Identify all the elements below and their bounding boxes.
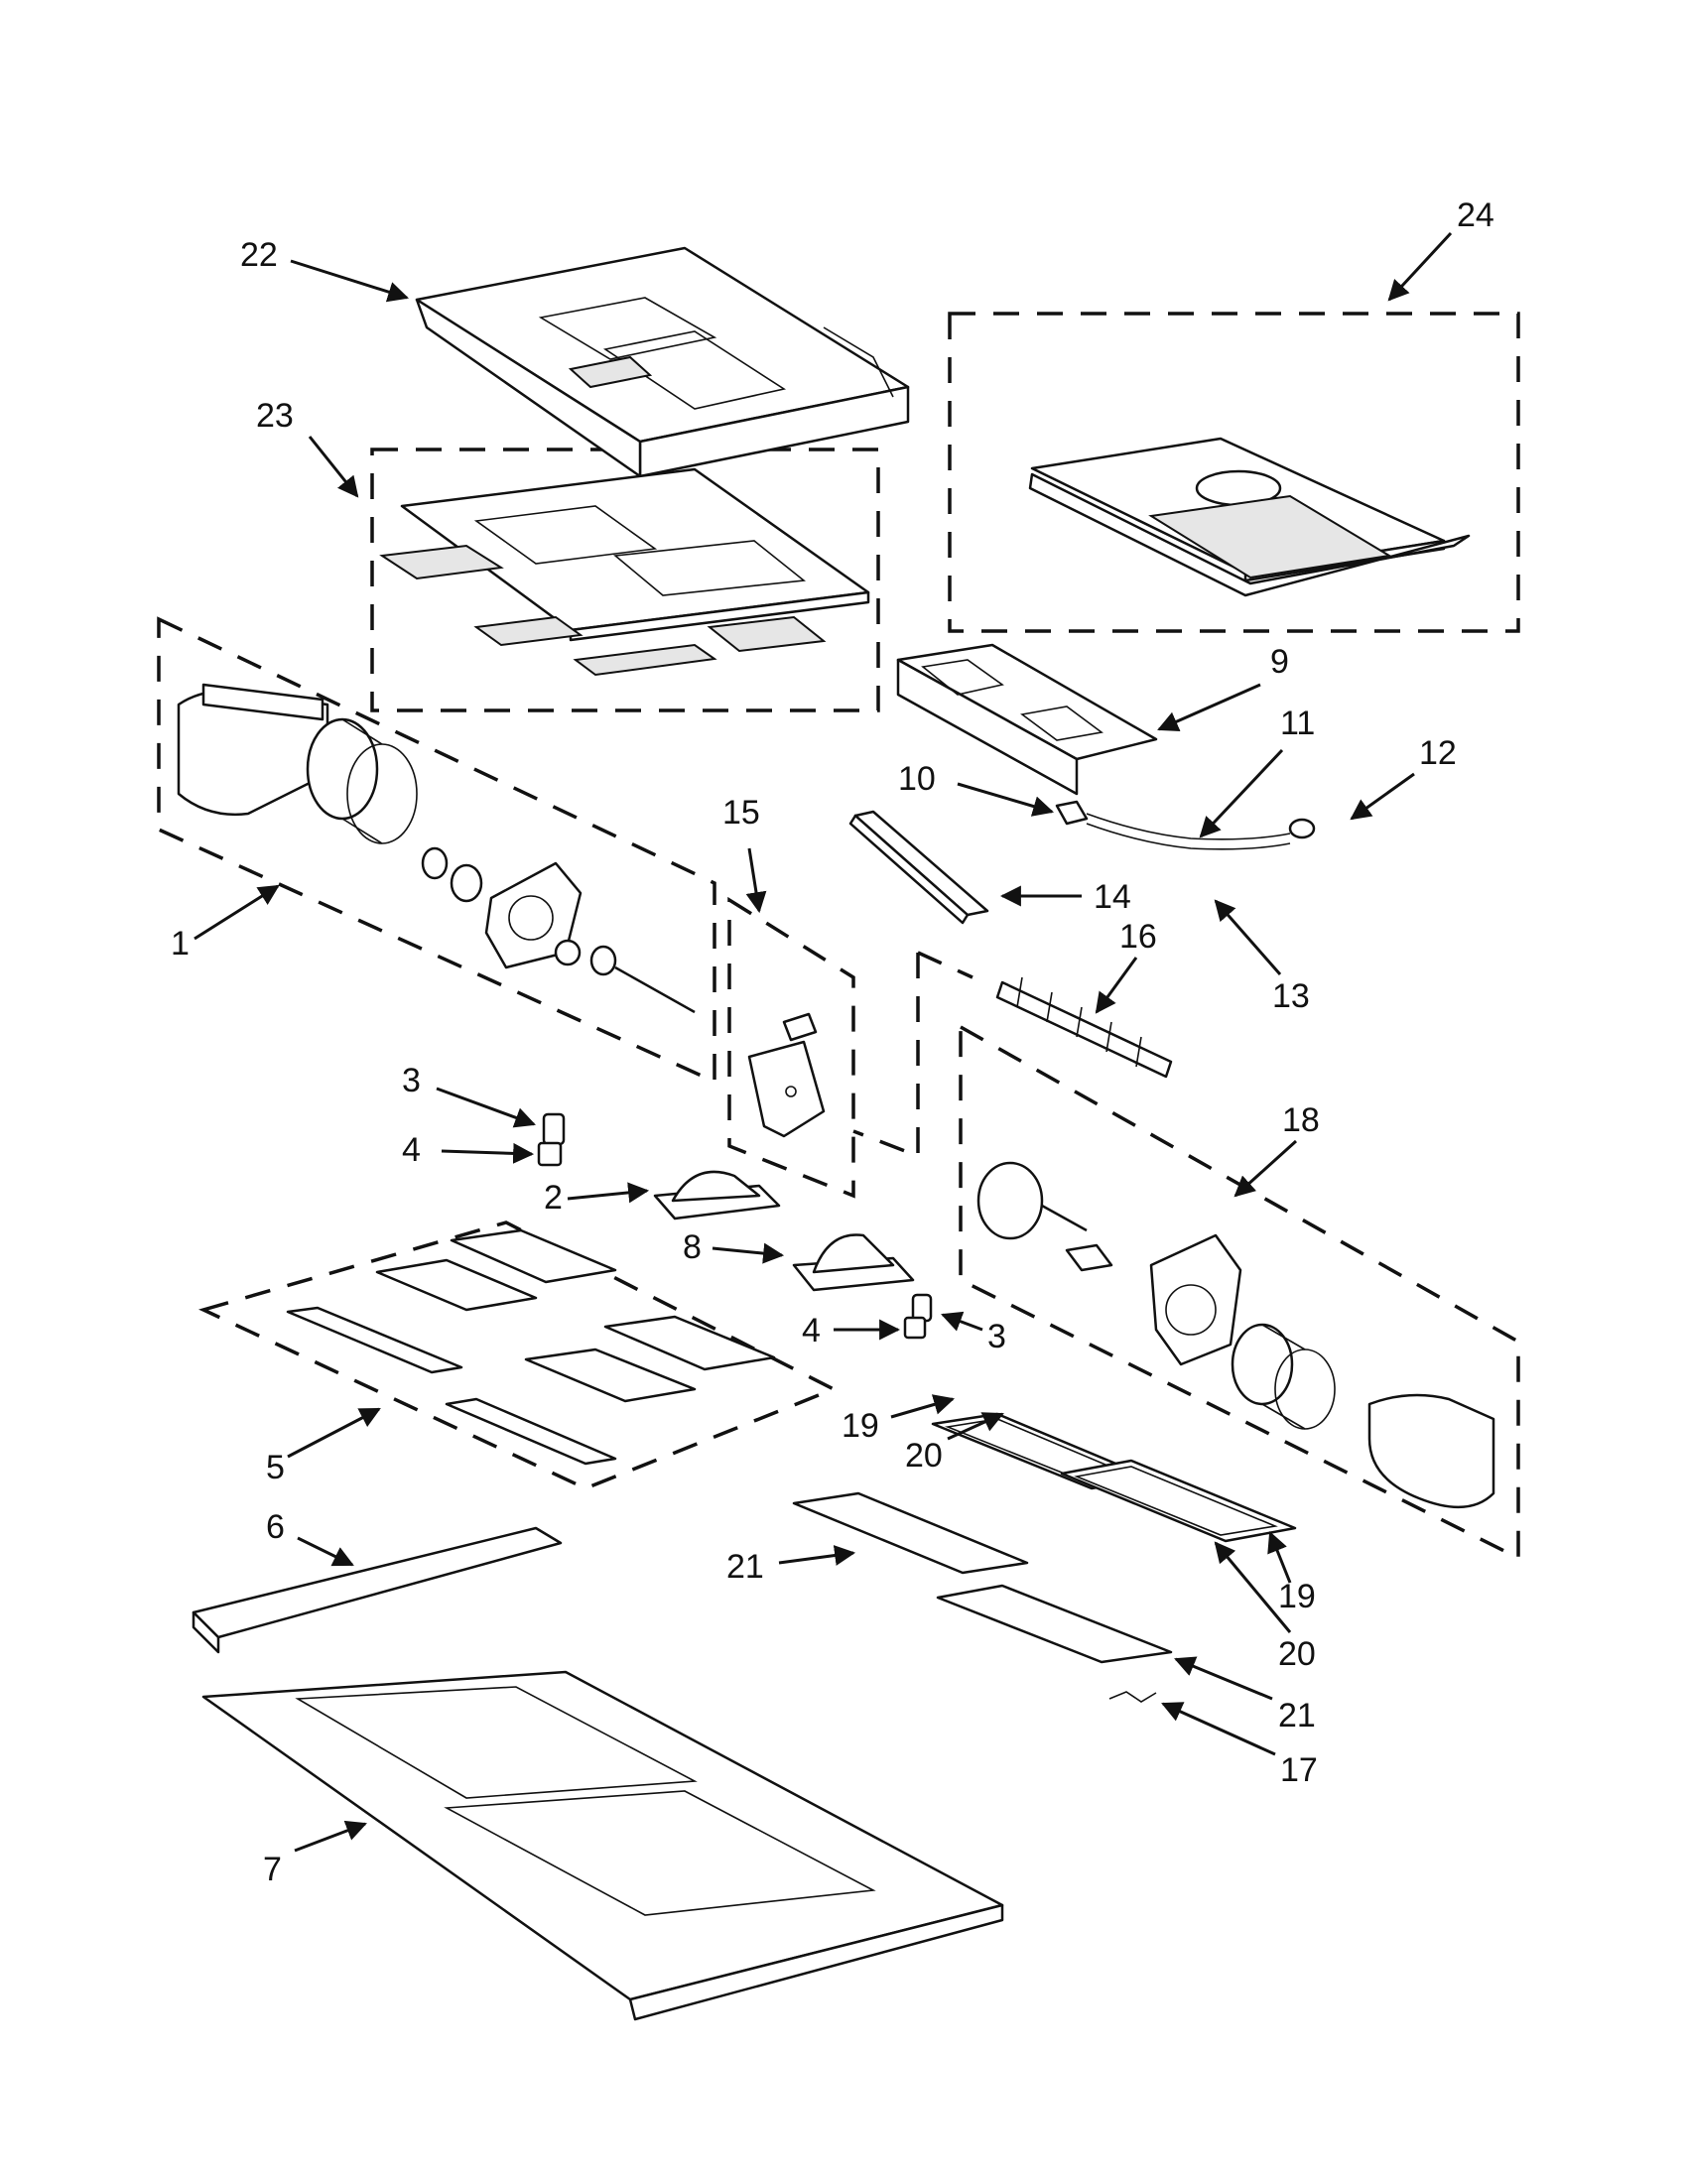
group-box-15 [727,896,855,1199]
callout-8: 8 [683,1228,702,1266]
part-9-control-bracket [896,643,1158,796]
part-23-insulation-plates [379,467,870,677]
part-5-filter-frames [286,1228,776,1466]
callout-23: 23 [256,397,294,435]
callout-19-left: 19 [842,1407,879,1445]
callout-3-upper: 3 [402,1062,421,1099]
callout-labels: 22 23 24 1 15 9 11 10 12 14 16 13 3 4 2 … [171,196,1494,1888]
part-22-top-panel [415,246,910,478]
part-8-light-housing [792,1233,915,1292]
group-box-16 [852,951,973,1159]
callout-12: 12 [1419,734,1457,772]
part-18-blower-motor [976,1161,1495,1509]
part-21-filter-frame-lower [936,1584,1173,1664]
part-3-4-socket-left [537,1112,566,1167]
callout-4-lower: 4 [802,1312,821,1349]
callout-21-left: 21 [726,1548,764,1586]
callout-11: 11 [1280,705,1315,742]
callout-24: 24 [1457,196,1494,234]
callout-18: 18 [1282,1101,1320,1139]
part-2-light-housing [653,1170,781,1220]
part-21-filter-frame-upper [792,1491,1029,1575]
callout-20-left: 20 [905,1437,943,1475]
part-14-touch-panel [848,810,989,925]
callout-19-right: 19 [1278,1578,1316,1615]
callout-22: 22 [240,236,278,274]
group-box-24 [948,312,1520,633]
part-16-coil [995,976,1173,1079]
callout-14: 14 [1094,878,1131,916]
callout-10: 10 [898,760,936,798]
group-box-23 [370,448,880,712]
callout-2: 2 [544,1179,563,1217]
callout-9: 9 [1270,643,1289,681]
callout-5: 5 [266,1449,285,1486]
callout-3-lower: 3 [987,1318,1006,1355]
part-24-cover-assembly [1028,437,1471,597]
part-3-4-socket-right [903,1293,933,1340]
part-10-13-wire-harness [1055,800,1316,850]
part-17-clip [1108,1691,1157,1703]
part-19-20-filter-right [1060,1459,1297,1543]
part-15-bracket [747,1012,826,1138]
callout-7: 7 [263,1851,282,1888]
callout-13: 13 [1272,977,1310,1015]
part-7-bottom-tray [201,1670,1004,2021]
callout-21-right: 21 [1278,1697,1316,1734]
callout-15: 15 [722,794,760,832]
callout-20-right: 20 [1278,1635,1316,1673]
callout-6: 6 [266,1508,285,1546]
part-6-rail [192,1526,563,1654]
leader-lines [194,231,1453,1853]
callout-4-upper: 4 [402,1131,421,1169]
group-box-1 [157,616,716,1085]
part-1-blower-assembly [177,683,696,1014]
callout-16: 16 [1119,918,1157,956]
callout-1: 1 [171,925,190,963]
callout-17: 17 [1280,1751,1318,1789]
